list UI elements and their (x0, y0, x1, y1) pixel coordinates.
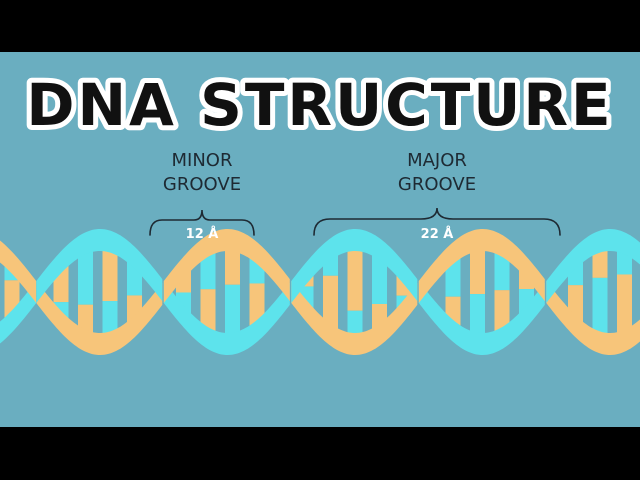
base-pair-lower-half (225, 284, 240, 344)
base-pair-upper-half (347, 240, 363, 311)
backbone-segment (163, 229, 290, 303)
backbone-segment (546, 229, 640, 303)
base-pair-lower-half (592, 277, 608, 343)
major-groove-annotation: MAJOR GROOVE 22 Å (313, 150, 561, 242)
major-groove-width: 22 Å (421, 226, 454, 242)
diagram-title: DNA STRUCTURE (26, 71, 613, 139)
backbone-segment (291, 281, 418, 355)
minor-groove-annotation: MINOR GROOVE 12 Å (149, 150, 255, 242)
backbone-segment (0, 281, 36, 344)
major-groove-brace (313, 207, 561, 236)
backbone-segment (36, 281, 163, 355)
dna-diagram: DNA STRUCTURE MINOR GROOVE 12 Å MAJOR GR… (0, 52, 640, 427)
base-pair-upper-half (102, 241, 118, 302)
backbone-segment (291, 229, 418, 303)
minor-groove-label-line2: GROOVE (163, 174, 241, 195)
major-groove-label-line1: MAJOR (407, 150, 467, 171)
minor-groove-brace (149, 209, 255, 236)
back-strand (0, 281, 640, 355)
backbone-segment (418, 281, 545, 355)
base-pair-lower-half (323, 275, 338, 335)
backbone-segment (0, 240, 36, 303)
base-pair-upper-half (470, 240, 485, 295)
minor-groove-label-line1: MINOR (172, 150, 233, 171)
diagram-panel: DNA STRUCTURE MINOR GROOVE 12 Å MAJOR GR… (0, 52, 640, 427)
backbone-segment (36, 229, 163, 303)
base-pair-lower-half (617, 274, 632, 341)
minor-groove-width: 12 Å (186, 226, 219, 242)
backbone-segment (418, 229, 545, 303)
base-pair-upper-half (78, 243, 93, 305)
front-strand (0, 229, 640, 303)
base-pair-lower-half (470, 294, 485, 344)
backbone-segment (546, 281, 640, 355)
backbone-segment (163, 281, 290, 355)
major-groove-label-line2: GROOVE (398, 174, 476, 195)
